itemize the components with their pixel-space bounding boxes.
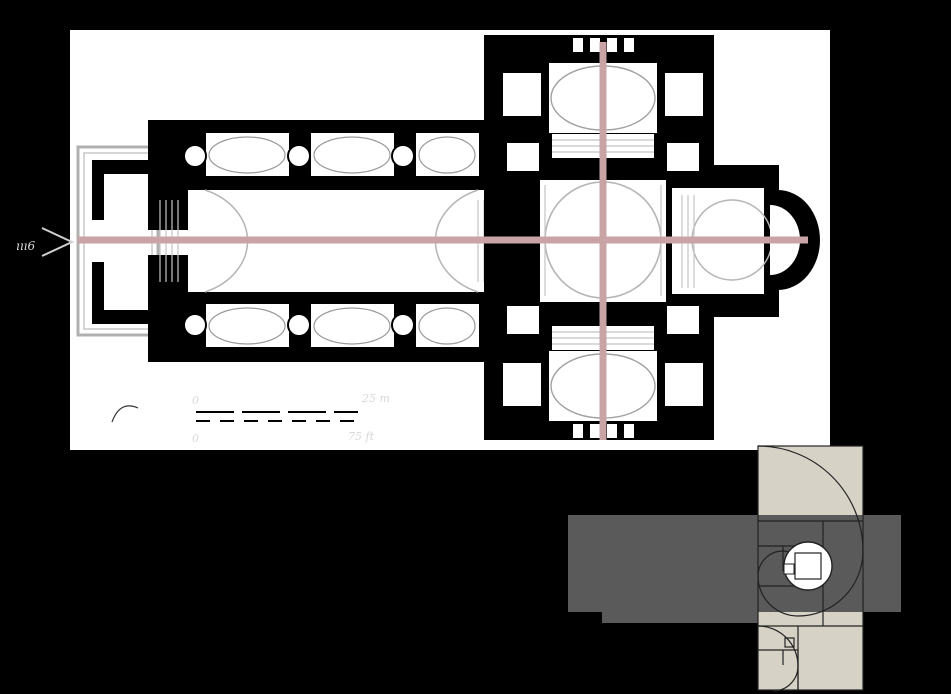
- north-arm-corner-r: [663, 71, 705, 118]
- scale-top-start: 0: [192, 394, 199, 407]
- entry-arrow-icon: [41, 227, 75, 257]
- north-arrow-icon: [111, 405, 139, 423]
- scale-top-end: 25 m: [361, 392, 390, 405]
- south-arm-corner-l: [501, 361, 543, 408]
- north-pier-circles: [183, 144, 415, 168]
- narthex-wall-top: [92, 160, 152, 174]
- south-chapel-vaults: [208, 307, 476, 345]
- floor-plan: ııı6 0 25 m 0 75 ft: [16, 30, 830, 450]
- plan-silhouette-nave: [602, 515, 758, 623]
- crossing-side-rooms: [505, 141, 701, 336]
- golden-ratio-overlay: [568, 445, 901, 692]
- nave-wall-west-n: [148, 120, 188, 230]
- entry-label: ııı6: [16, 239, 36, 253]
- narthex-wall-left-bottom: [92, 262, 104, 324]
- scale-bottom-end: 75 ft: [348, 430, 375, 443]
- scale-bottom-start: 0: [192, 432, 199, 445]
- south-pier-circles: [183, 313, 415, 337]
- narthex-wall-left-top: [92, 160, 104, 220]
- north-chapels: [204, 131, 481, 178]
- scale-bar: 0 25 m 0 75 ft: [111, 392, 390, 445]
- transept-doors: [573, 38, 634, 438]
- nave-wall-west-s: [148, 255, 188, 362]
- south-arm-corner-r: [663, 361, 705, 408]
- south-chapels: [204, 302, 481, 349]
- crossing-square-overlay: [794, 552, 822, 580]
- north-chapel-vaults: [208, 136, 476, 174]
- small-square-overlay: [783, 563, 795, 575]
- narthex-wall-bottom: [92, 310, 152, 324]
- north-arm-corner-l: [501, 71, 543, 118]
- scale-paper: [100, 380, 410, 450]
